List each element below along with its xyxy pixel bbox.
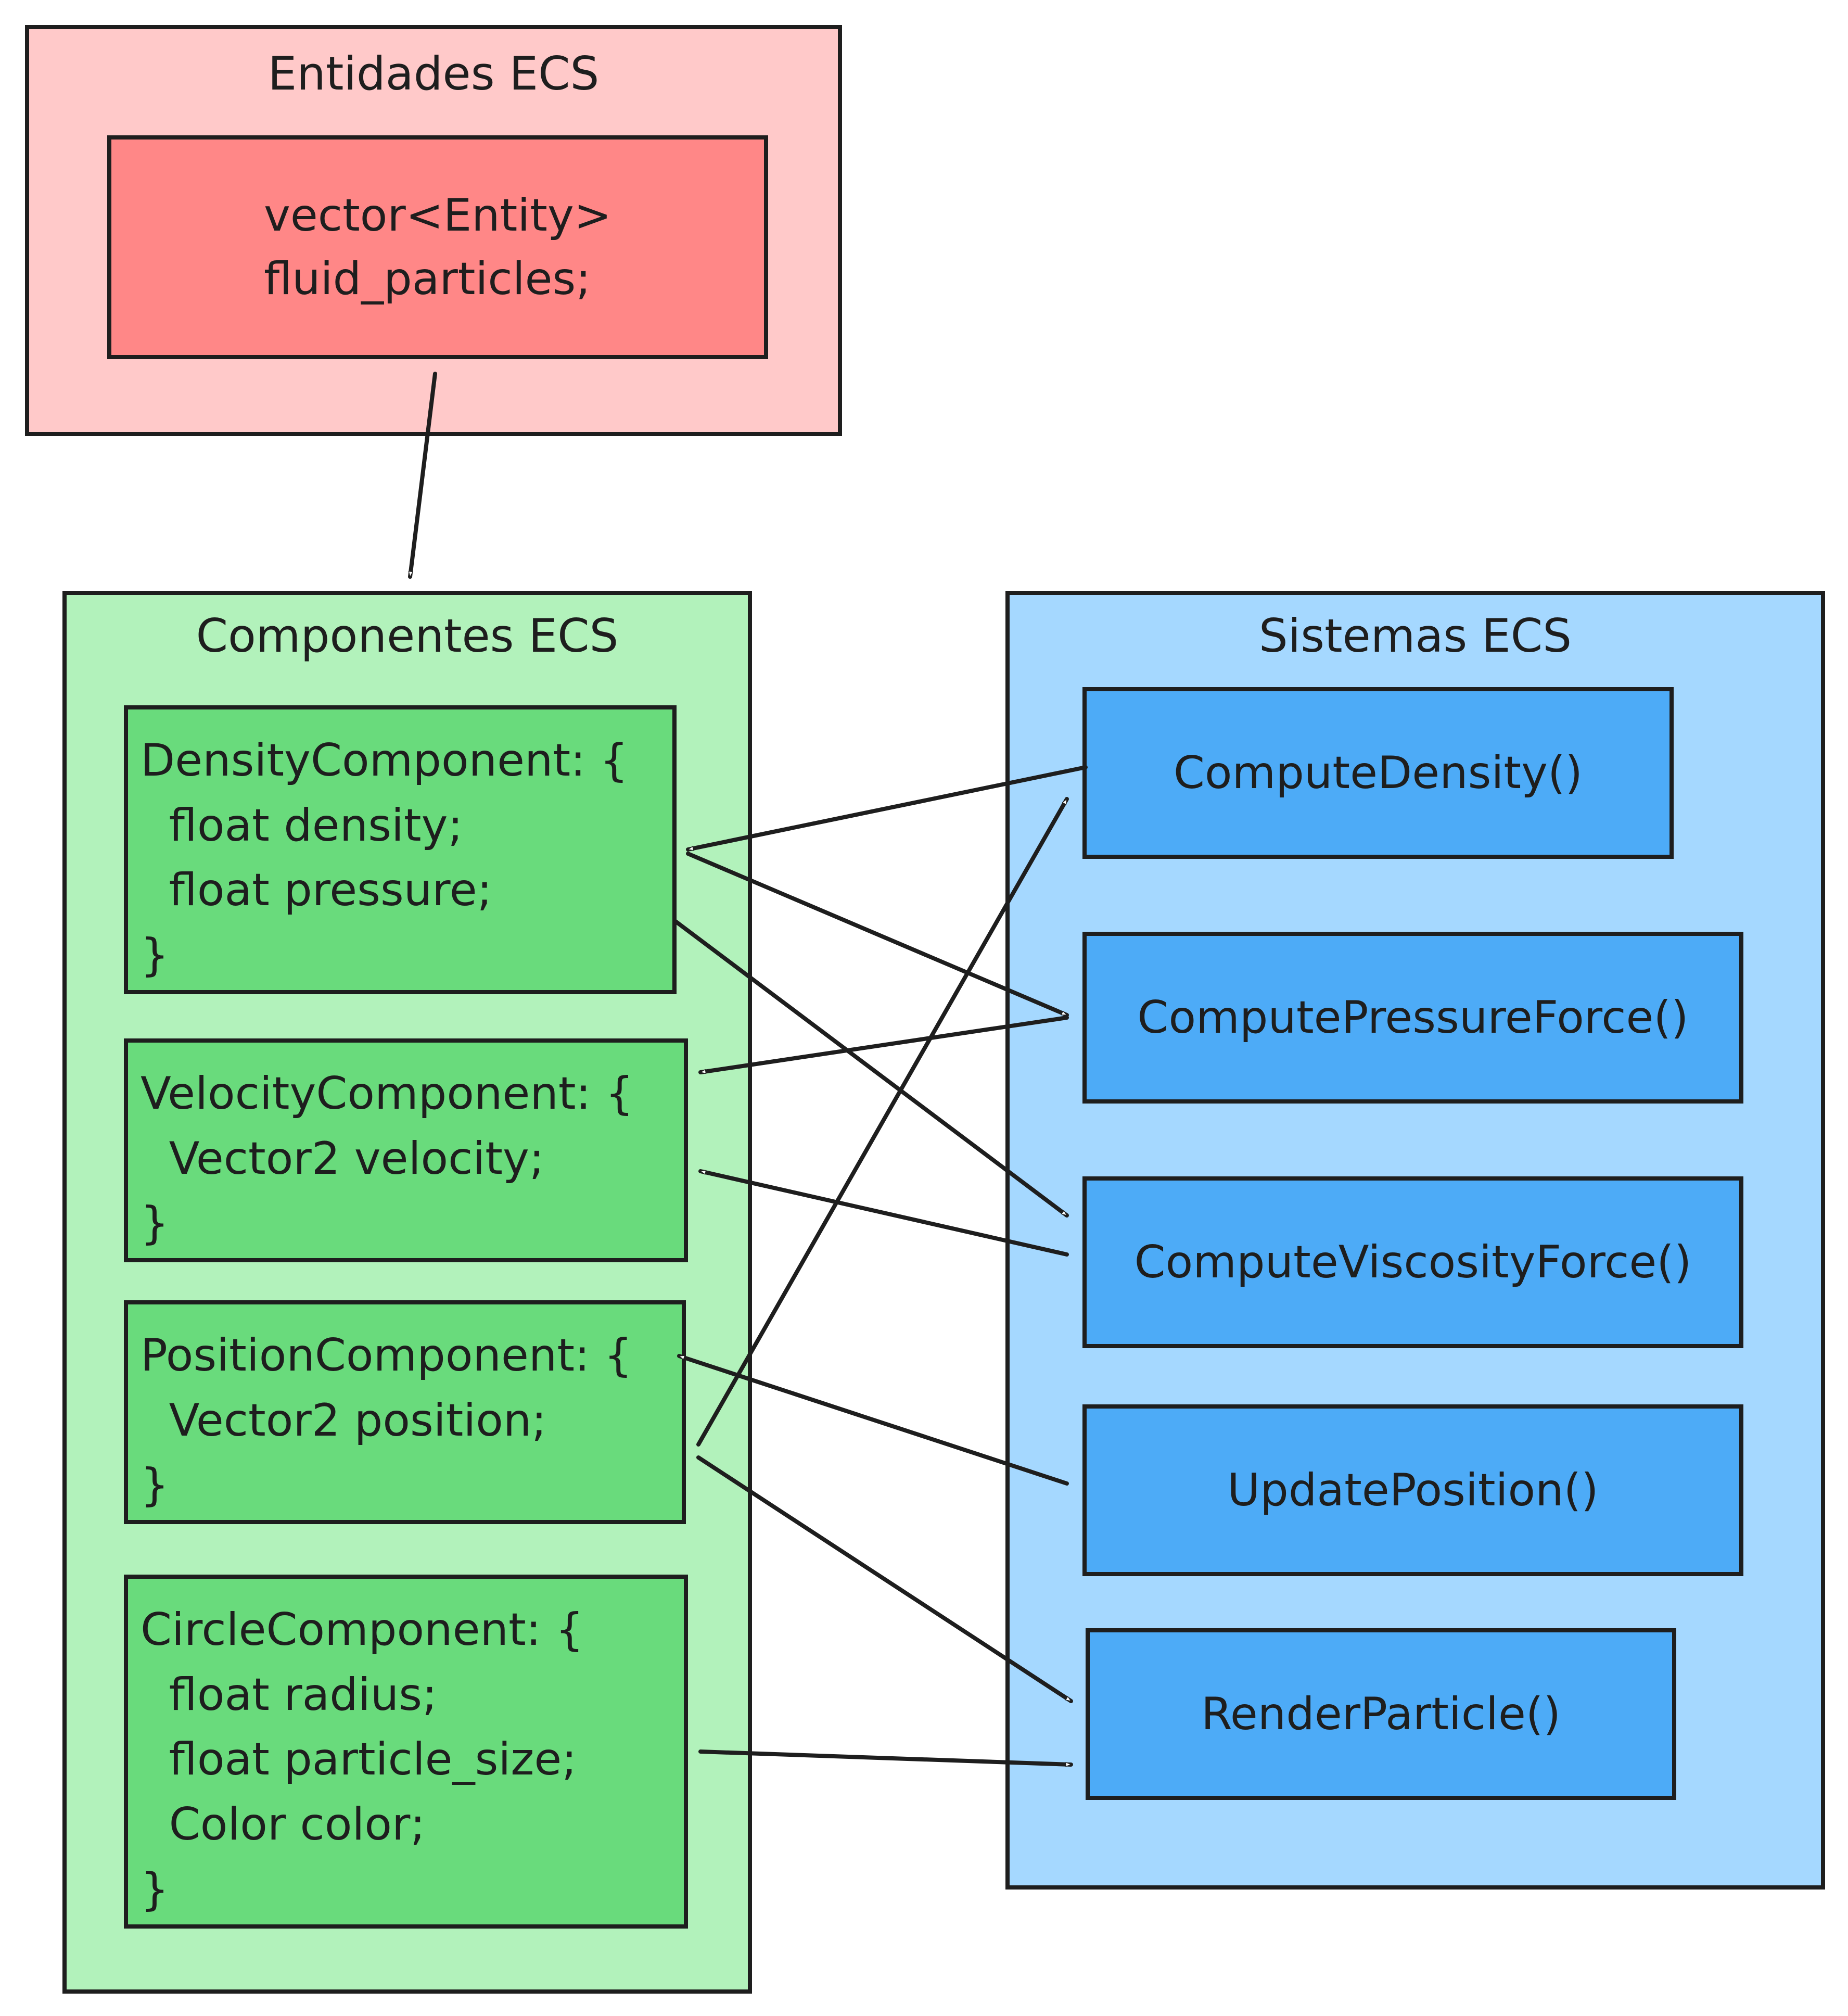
edge-update-position-to-position	[677, 1354, 1069, 1486]
edge-position-to-render-particle	[696, 1455, 1073, 1703]
compute-viscosity-force-label: ComputeViscosityForce()	[1134, 1236, 1692, 1288]
density-component-node: DensityComponent: { float density; float…	[124, 705, 677, 994]
edge-compute-pressure-force-to-velocity	[698, 1016, 1069, 1074]
render-particle-node: RenderParticle()	[1086, 1628, 1676, 1800]
update-position-node: UpdatePosition()	[1082, 1404, 1743, 1576]
update-position-label: UpdatePosition()	[1227, 1464, 1599, 1516]
fluid-particles-node: vector<Entity> fluid_particles;	[107, 135, 768, 359]
edge-compute-viscosity-force-to-velocity	[698, 1169, 1069, 1257]
position-component-node: PositionComponent: { Vector2 position; }	[124, 1300, 686, 1524]
edge-compute-density-to-density	[686, 765, 1088, 852]
position-component-label: PositionComponent: { Vector2 position; }	[141, 1329, 633, 1512]
edge-density-to-compute-viscosity-force	[673, 919, 1069, 1218]
fluid-particles-label: vector<Entity> fluid_particles;	[264, 189, 611, 305]
systems-cluster-title: Sistemas ECS	[1258, 609, 1572, 663]
compute-density-label: ComputeDensity()	[1173, 746, 1583, 799]
edge-density-to-compute-pressure-force	[686, 852, 1069, 1017]
circle-component-label: CircleComponent: { float radius; float p…	[141, 1604, 584, 1916]
compute-density-node: ComputeDensity()	[1082, 687, 1674, 859]
density-component-label: DensityComponent: { float density; float…	[141, 734, 629, 982]
compute-viscosity-force-node: ComputeViscosityForce()	[1082, 1176, 1743, 1348]
edge-entities-to-components	[408, 372, 437, 579]
components-cluster-title: Componentes ECS	[196, 609, 619, 663]
velocity-component-label: VelocityComponent: { Vector2 velocity; }	[141, 1068, 634, 1250]
velocity-component-node: VelocityComponent: { Vector2 velocity; }	[124, 1038, 688, 1262]
entities-cluster-title: Entidades ECS	[267, 47, 600, 100]
render-particle-label: RenderParticle()	[1201, 1688, 1561, 1740]
compute-pressure-force-label: ComputePressureForce()	[1137, 991, 1689, 1044]
circle-component-node: CircleComponent: { float radius; float p…	[124, 1575, 688, 1929]
edge-circle-to-render-particle	[698, 1749, 1073, 1767]
edge-position-to-compute-density	[696, 797, 1069, 1447]
compute-pressure-force-node: ComputePressureForce()	[1082, 932, 1743, 1104]
